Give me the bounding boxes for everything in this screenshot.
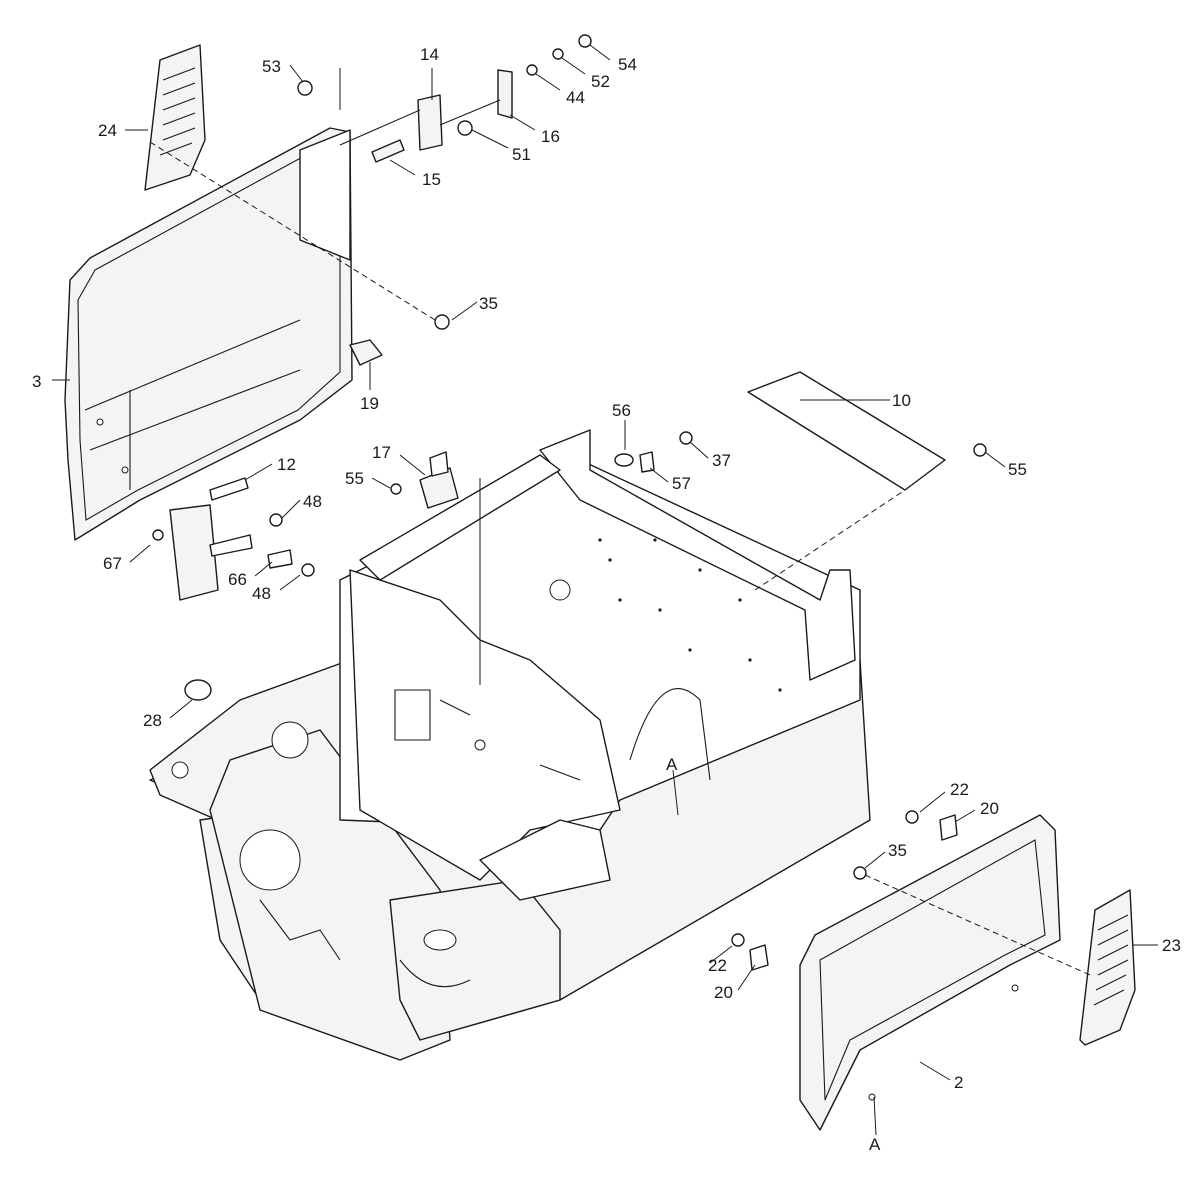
- lower-hinge-assembly: [152, 477, 315, 601]
- callout-20-lower: 20: [714, 983, 733, 1002]
- callout-22-lower: 22: [708, 956, 727, 975]
- callout-57: 57: [672, 474, 691, 493]
- callout-A-frame: A: [666, 755, 678, 774]
- callout-14: 14: [420, 45, 439, 64]
- callout-48-lower: 48: [252, 584, 271, 603]
- callout-20-upper: 20: [980, 799, 999, 818]
- callout-17: 17: [372, 443, 391, 462]
- callout-53: 53: [262, 57, 281, 76]
- door-lock: [390, 451, 459, 509]
- latch-bracket: [349, 314, 450, 366]
- alignment-lines: [149, 68, 1091, 976]
- callout-12: 12: [277, 455, 296, 474]
- callout-67: 67: [103, 554, 122, 573]
- callout-A-door: A: [869, 1135, 881, 1154]
- callout-44: 44: [566, 88, 585, 107]
- callout-52: 52: [591, 72, 610, 91]
- callout-51: 51: [512, 145, 531, 164]
- callout-3: 3: [32, 372, 41, 391]
- callout-48-upper: 48: [303, 492, 322, 511]
- callout-24: 24: [98, 121, 117, 140]
- callout-35-lower: 35: [888, 841, 907, 860]
- frame-hole-pattern: [598, 538, 782, 692]
- callout-55-right: 55: [1008, 460, 1027, 479]
- rear-fasteners: [614, 431, 693, 473]
- callout-19: 19: [360, 394, 379, 413]
- callout-labels: 53 14 54 52 44 16 51 15 24 35 3 19 56 10…: [32, 45, 1181, 1154]
- callout-23: 23: [1162, 936, 1181, 955]
- left-vent-grille: [144, 44, 206, 191]
- right-vent-grille: [1079, 889, 1136, 1046]
- main-frame: [149, 429, 871, 1061]
- right-door-panel: [731, 810, 1061, 1131]
- callout-56: 56: [612, 401, 631, 420]
- callout-55-left: 55: [345, 469, 364, 488]
- callout-37: 37: [712, 451, 731, 470]
- left-door-panel: [64, 127, 353, 541]
- callout-66: 66: [228, 570, 247, 589]
- callout-54: 54: [618, 55, 637, 74]
- top-cover-plate: [747, 371, 987, 491]
- upper-hinge-assembly: [297, 34, 592, 163]
- callout-16: 16: [541, 127, 560, 146]
- callout-15: 15: [422, 170, 441, 189]
- callout-22-upper: 22: [950, 780, 969, 799]
- callout-28: 28: [143, 711, 162, 730]
- callout-35-upper: 35: [479, 294, 498, 313]
- callout-2: 2: [954, 1073, 963, 1092]
- callout-10: 10: [892, 391, 911, 410]
- callout-leaders: [52, 44, 1158, 1136]
- seal-ring: [184, 679, 212, 701]
